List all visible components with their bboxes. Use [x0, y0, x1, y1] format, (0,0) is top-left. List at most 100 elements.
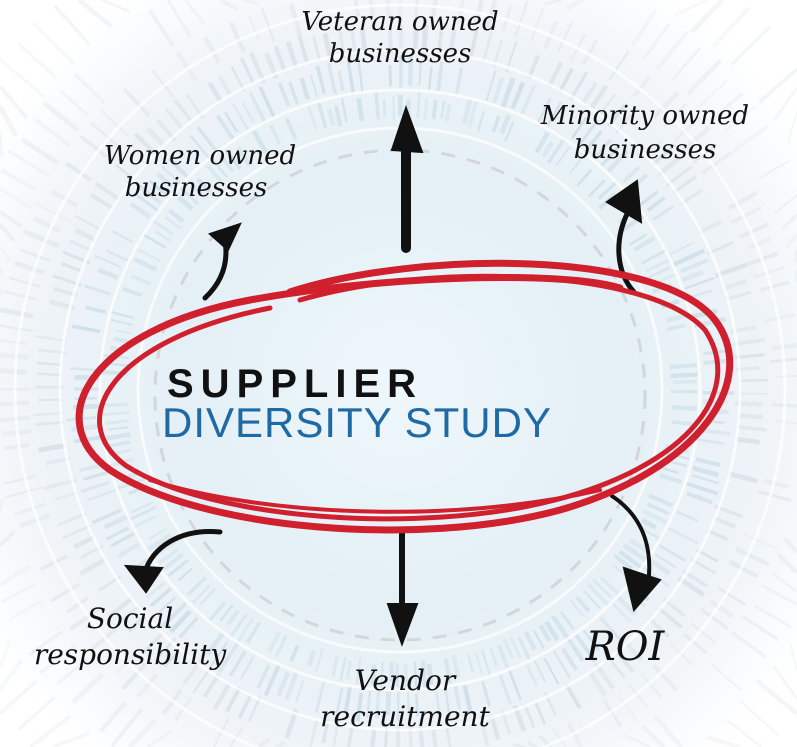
- ring-tick: [206, 164, 223, 183]
- ring-tick: [370, 728, 377, 747]
- ring-tick: [738, 425, 767, 432]
- ring-tick: [658, 544, 687, 563]
- ring-tick: [529, 8, 544, 43]
- ring-tick: [0, 245, 12, 262]
- ring-tick: [448, 28, 457, 56]
- ring-tick: [205, 631, 226, 656]
- ring-tick: [502, 638, 514, 659]
- ring-tick: [735, 436, 760, 445]
- ring-tick: [550, 614, 570, 639]
- ring-tick: [668, 527, 699, 545]
- ring-tick: [36, 372, 60, 377]
- ring-tick: [692, 465, 719, 478]
- ring-tick: [717, 586, 746, 606]
- ring-tick: [691, 474, 720, 485]
- ring-tick: [520, 84, 537, 115]
- ring-tick: [34, 118, 72, 148]
- ring-tick: [228, 21, 247, 54]
- ring-tick: [690, 622, 717, 644]
- ring-tick: [771, 665, 797, 700]
- ring-divider: [58, 48, 742, 732]
- ring-tick: [632, 75, 651, 98]
- ring-tick: [71, 324, 101, 334]
- ring-tick: [569, 159, 582, 174]
- ring-tick: [776, 552, 797, 575]
- ring-divider: [98, 88, 702, 692]
- ring-tick: [552, 650, 572, 679]
- ring-tick: [217, 642, 239, 673]
- ring-tick: [98, 700, 128, 733]
- ring-tick: [756, 489, 792, 503]
- ring-tick: [41, 100, 80, 133]
- ring-tick: [628, 233, 647, 247]
- ring-tick: [541, 140, 555, 158]
- ring-tick: [340, 97, 348, 123]
- label-line: businesses: [329, 39, 472, 69]
- ring-tick: [0, 530, 16, 547]
- ring-tick: [653, 714, 684, 747]
- ring-tick: [443, 657, 453, 684]
- ring-tick: [65, 596, 90, 614]
- ring-tick: [579, 119, 599, 145]
- node-minority-owned: Minority owned businesses: [540, 101, 749, 165]
- ring-tick: [489, 715, 501, 740]
- ring-tick: [53, 4, 91, 46]
- ring-tick: [85, 305, 106, 315]
- ring-tick: [18, 513, 51, 529]
- ring-tick: [606, 654, 626, 679]
- ring-tick: [215, 114, 235, 140]
- ring-tick: [79, 557, 107, 576]
- label-line: businesses: [125, 173, 268, 203]
- ring-tick: [166, 0, 192, 38]
- ring-tick: [567, 722, 583, 747]
- ring-tick: [657, 155, 682, 177]
- ring-tick: [763, 478, 789, 489]
- ring-tick: [684, 276, 715, 290]
- ring-tick: [456, 0, 465, 25]
- ring-tick: [229, 650, 247, 677]
- ring-tick: [771, 572, 797, 593]
- ring-tick: [130, 274, 152, 287]
- ring-tick: [614, 649, 635, 673]
- ring-tick: [431, 100, 438, 120]
- ring-tick: [115, 329, 132, 335]
- ring-tick: [454, 67, 464, 95]
- ring-tick: [80, 481, 110, 493]
- ring-tick: [640, 673, 663, 699]
- ring-tick: [127, 718, 157, 747]
- label-line: Minority owned: [540, 101, 749, 131]
- ring-tick: [0, 85, 29, 120]
- ring-tick: [485, 70, 497, 102]
- ring-tick: [314, 648, 324, 672]
- ring-tick: [177, 195, 194, 211]
- ring-tick: [208, 601, 227, 622]
- ring-tick: [648, 493, 674, 508]
- ring-tick: [148, 179, 167, 196]
- ring-tick: [165, 216, 182, 230]
- ring-tick: [426, 663, 434, 685]
- ring-tick: [755, 678, 797, 716]
- ring-tick: [343, 686, 353, 714]
- ring-tick: [392, 96, 396, 120]
- ring-tick: [735, 546, 770, 567]
- ring-tick: [427, 66, 433, 90]
- ring-tick: [385, 0, 392, 20]
- ring-tick: [74, 215, 102, 231]
- arrow-social-responsibility-icon: [123, 529, 223, 594]
- ring-tick: [218, 153, 235, 173]
- ring-tick: [581, 39, 599, 66]
- arrow-vendor-recruitment-icon: [386, 530, 419, 647]
- ring-tick: [263, 664, 281, 697]
- ring-tick: [689, 0, 724, 34]
- ring-tick: [107, 362, 129, 367]
- ring-tick: [413, 661, 418, 687]
- ring-tick: [106, 419, 130, 425]
- ring-tick: [611, 602, 632, 623]
- ring-tick: [666, 313, 687, 323]
- ring-tick: [753, 265, 785, 279]
- ring-tick: [388, 65, 393, 87]
- ring-tick: [561, 647, 579, 672]
- ring-tick: [406, 692, 411, 721]
- ring-tick: [533, 660, 547, 682]
